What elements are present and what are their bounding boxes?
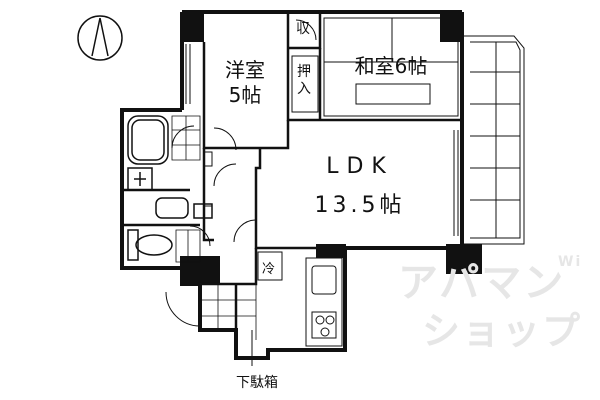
fridge-label: 冷 [262, 262, 276, 277]
watermark-mark: Wi [558, 254, 583, 270]
toilet-floor-tiles [175, 229, 201, 263]
shoe-box-label: 下駄箱 [236, 375, 278, 391]
room-western-name: 洋室 [225, 58, 265, 82]
room-japanese-name: 和室6帖 [354, 54, 428, 78]
balcony [462, 35, 525, 245]
windows [185, 44, 459, 236]
door-swings [165, 19, 317, 327]
room-ldk-name: LDK [326, 154, 394, 179]
watermark-line1: アパマン [398, 260, 566, 306]
closet-label: 押入 [297, 64, 311, 97]
bathtub-icon [127, 115, 169, 165]
room-ldk-label: LDK 13.5帖 [300, 148, 420, 225]
tatami-mats [323, 17, 459, 117]
kitchen-counter [257, 251, 343, 347]
north-arrow-icon [77, 15, 123, 61]
room-western-size: 5帖 [228, 83, 262, 107]
toilet-icon [127, 229, 173, 261]
watermark-line2: ショップ [422, 309, 583, 353]
storage-label: 収 [296, 21, 310, 37]
bath-floor-tiles [171, 115, 201, 161]
washbasin-icon [127, 167, 213, 219]
room-japanese-label: 和室6帖 [336, 54, 446, 79]
entrance-floor-tiles [199, 284, 257, 340]
room-western-label: 洋室 5帖 [210, 58, 280, 108]
room-ldk-size: 13.5帖 [314, 192, 406, 218]
